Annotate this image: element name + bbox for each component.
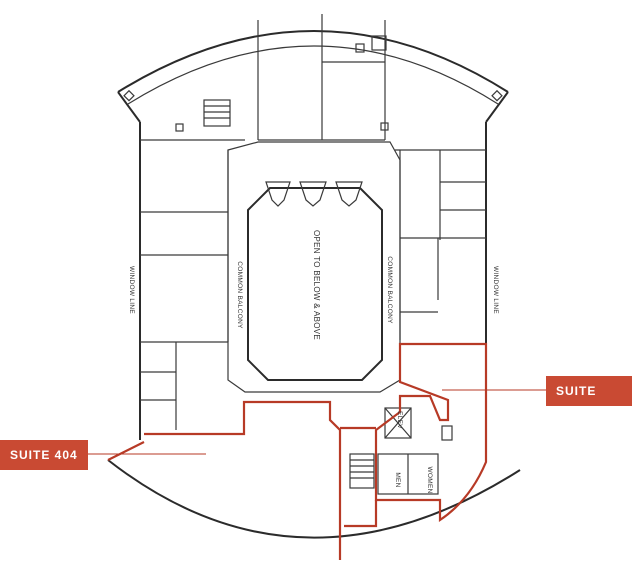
men-restroom-label: MEN bbox=[394, 472, 401, 487]
common-balcony-right-label: COMMON BALCONY bbox=[386, 256, 393, 324]
left-rooms bbox=[140, 150, 229, 430]
building-outline bbox=[107, 30, 521, 539]
window-line-right-label: WINDOW LINE bbox=[492, 266, 499, 314]
right-rooms bbox=[399, 150, 486, 340]
atrium bbox=[227, 141, 401, 393]
open-to-below-label: OPEN TO BELOW & ABOVE bbox=[312, 230, 321, 340]
women-restroom-label: WOMEN bbox=[426, 466, 433, 493]
elevator-label: ELEV bbox=[396, 411, 403, 429]
suite-404-outline bbox=[107, 400, 342, 560]
window-line-left-label: WINDOW LINE bbox=[128, 266, 135, 314]
suite-440-tag[interactable]: SUITE 440 bbox=[546, 376, 632, 428]
top-rooms bbox=[123, 14, 503, 151]
suite-404-tag[interactable]: SUITE 404 bbox=[0, 440, 88, 470]
suite-440-outline bbox=[374, 342, 488, 523]
common-balcony-left-label: COMMON BALCONY bbox=[236, 261, 243, 329]
